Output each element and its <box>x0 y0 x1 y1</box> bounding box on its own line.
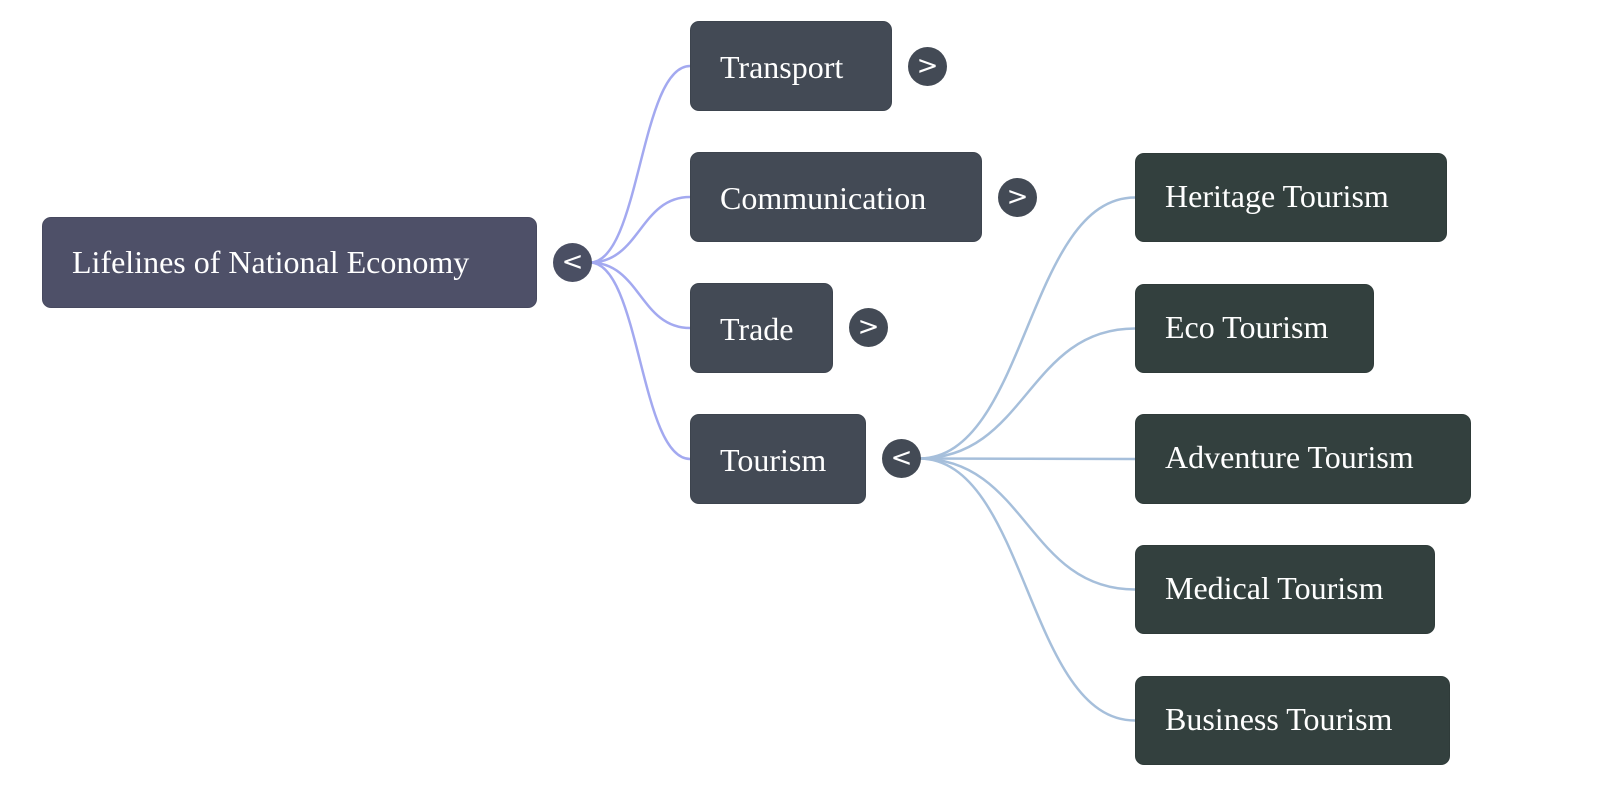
branch-node-communication[interactable]: Communication <box>690 152 982 242</box>
branch-label: Communication <box>720 180 927 216</box>
branch-label: Tourism <box>720 442 827 478</box>
edge-root-transport <box>589 64 691 264</box>
edge-tourism-eco <box>918 327 1136 460</box>
edge-tourism-medical <box>918 457 1136 591</box>
branch-node-transport[interactable]: Transport <box>690 21 892 111</box>
tourism-collapse-toggle[interactable]: < <box>882 439 921 478</box>
root-node-label: Lifelines of National Economy <box>72 244 470 280</box>
branch-label: Trade <box>720 311 794 347</box>
leaf-node-adventure-tourism[interactable]: Adventure Tourism <box>1135 414 1471 504</box>
branch-label: Transport <box>720 49 844 85</box>
communication-expand-toggle[interactable]: > <box>998 178 1037 217</box>
leaf-node-eco-tourism[interactable]: Eco Tourism <box>1135 284 1374 373</box>
edge-root-communication <box>589 195 691 264</box>
edge-root-tourism <box>589 261 691 461</box>
chevron-left-icon: < <box>890 443 913 473</box>
chevron-left-icon: < <box>561 247 584 277</box>
edge-tourism-adventure <box>918 457 1136 461</box>
chevron-right-icon: > <box>857 312 880 342</box>
leaf-node-heritage-tourism[interactable]: Heritage Tourism <box>1135 153 1447 242</box>
root-node[interactable]: Lifelines of National Economy <box>42 217 537 308</box>
leaf-label: Heritage Tourism <box>1165 178 1389 214</box>
leaf-label: Eco Tourism <box>1165 309 1329 345</box>
trade-expand-toggle[interactable]: > <box>849 308 888 347</box>
leaf-label: Business Tourism <box>1165 701 1393 737</box>
chevron-right-icon: > <box>916 51 939 81</box>
edge-root-trade <box>589 261 691 330</box>
leaf-node-medical-tourism[interactable]: Medical Tourism <box>1135 545 1435 634</box>
transport-expand-toggle[interactable]: > <box>908 47 947 86</box>
leaf-label: Medical Tourism <box>1165 570 1384 606</box>
leaf-node-business-tourism[interactable]: Business Tourism <box>1135 676 1450 765</box>
root-collapse-toggle[interactable]: < <box>553 243 592 282</box>
chevron-right-icon: > <box>1006 182 1029 212</box>
leaf-label: Adventure Tourism <box>1165 439 1414 475</box>
edge-tourism-business <box>918 457 1136 722</box>
branch-node-tourism[interactable]: Tourism <box>690 414 866 504</box>
branch-node-trade[interactable]: Trade <box>690 283 833 373</box>
